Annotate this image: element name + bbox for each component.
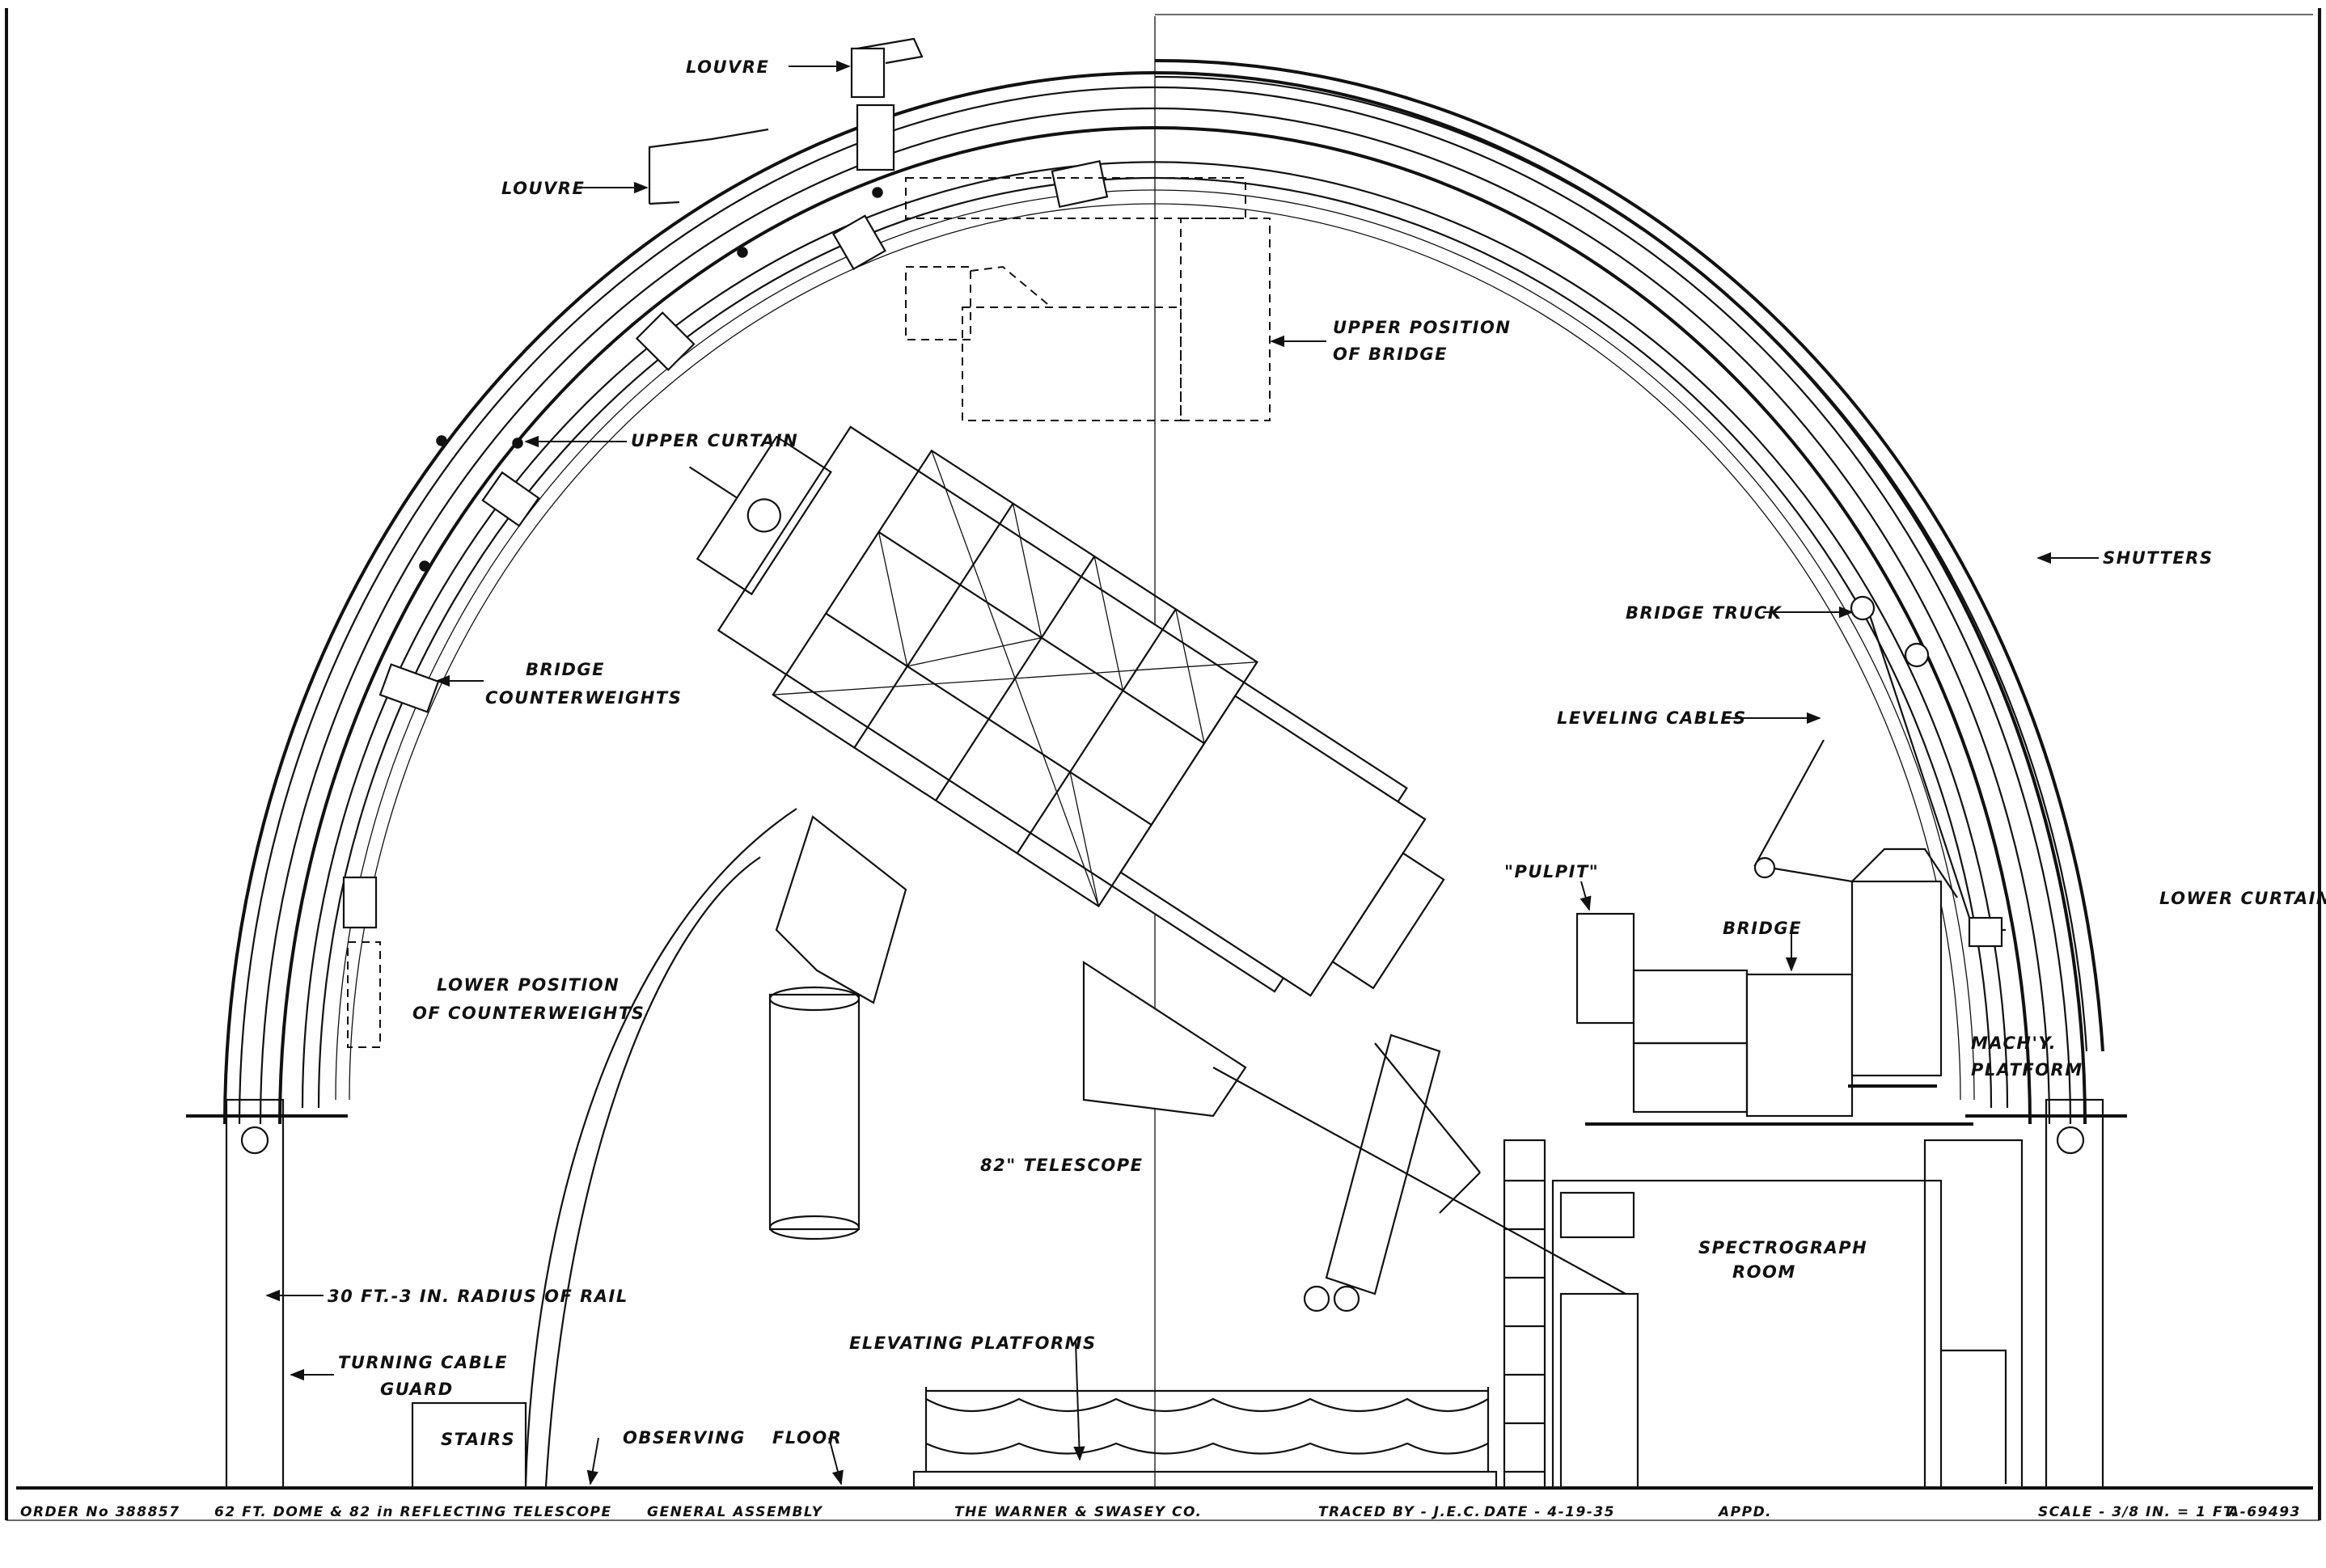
label-louvre-left: LOUVRE <box>501 179 585 198</box>
coude-arm <box>1212 1033 1626 1312</box>
label-leveling-cables: LEVELING CABLES <box>1557 708 1747 728</box>
label-guard: GUARD <box>380 1380 454 1399</box>
label-bridge-cw-1: BRIDGE <box>526 660 605 679</box>
labels: LOUVRE LOUVRE UPPER POSITION OF BRIDGE U… <box>265 57 2326 1486</box>
label-bridge-truck: BRIDGE TRUCK <box>1626 603 1783 623</box>
title-traced: TRACED BY - J.E.C. <box>1318 1504 1481 1520</box>
title-assembly: GENERAL ASSEMBLY <box>647 1504 823 1520</box>
label-upper-position: UPPER POSITION <box>1333 318 1511 337</box>
label-bridge: BRIDGE <box>1723 919 1802 938</box>
spectrograph-room <box>1503 1139 1943 1490</box>
label-upper-curtain: UPPER CURTAIN <box>631 431 798 450</box>
title-description: 62 FT. DOME & 82 in REFLECTING TELESCOPE <box>214 1504 612 1520</box>
label-spectrograph: SPECTROGRAPH <box>1698 1238 1867 1257</box>
label-bridge-cw-2: COUNTERWEIGHTS <box>485 688 682 708</box>
stairs-floor <box>16 1401 2313 1490</box>
dome-shell <box>223 71 2087 1125</box>
louvre-left <box>648 128 769 205</box>
counterweight-blocks <box>342 159 1109 1048</box>
label-lower-position-1: LOWER POSITION <box>437 975 620 995</box>
label-pulpit: "PULPIT" <box>1504 862 1599 881</box>
sheet-border <box>5 8 2321 1521</box>
title-appd: APPD. <box>1717 1504 1772 1520</box>
shutters <box>1154 14 2313 1052</box>
label-lower-curtain: LOWER CURTAIN <box>2159 889 2326 908</box>
label-machy: MACH'Y. <box>1971 1033 2057 1053</box>
title-block: ORDER No 388857 62 FT. DOME & 82 in REFL… <box>20 1504 2301 1520</box>
label-shutters: SHUTTERS <box>2103 548 2214 568</box>
label-radius-rail: 30 FT.-3 IN. RADIUS OF RAIL <box>328 1287 628 1306</box>
label-turning-cable: TURNING CABLE <box>338 1353 508 1372</box>
label-louvre-top: LOUVRE <box>686 57 769 77</box>
title-company: THE WARNER & SWASEY CO. <box>954 1504 1202 1520</box>
label-of-bridge: OF BRIDGE <box>1333 344 1448 364</box>
title-order: ORDER No 388857 <box>20 1504 180 1520</box>
louvre-top <box>850 37 924 171</box>
label-floor: FLOOR <box>772 1428 842 1448</box>
upper-bridge-dashed <box>905 177 1271 421</box>
label-telescope: 82" TELESCOPE <box>980 1156 1144 1175</box>
elevating-platform <box>912 1387 1498 1490</box>
label-observing: OBSERVING <box>623 1428 746 1448</box>
title-scale: SCALE - 3/8 IN. = 1 FT. <box>2038 1504 2238 1520</box>
bridge-pulpit <box>1575 595 2006 1118</box>
title-drawing-no: A-69493 <box>2227 1504 2301 1520</box>
label-stairs: STAIRS <box>441 1430 515 1449</box>
title-date: DATE - 4-19-35 <box>1484 1504 1615 1520</box>
label-room: ROOM <box>1732 1262 1796 1282</box>
label-platform: PLATFORM <box>1971 1060 2083 1080</box>
label-elevating-platforms: ELEVATING PLATFORMS <box>849 1333 1097 1353</box>
telescope-mount <box>524 808 1247 1487</box>
label-lower-position-2: OF COUNTERWEIGHTS <box>412 1004 645 1023</box>
telescope-tube <box>688 425 1445 997</box>
